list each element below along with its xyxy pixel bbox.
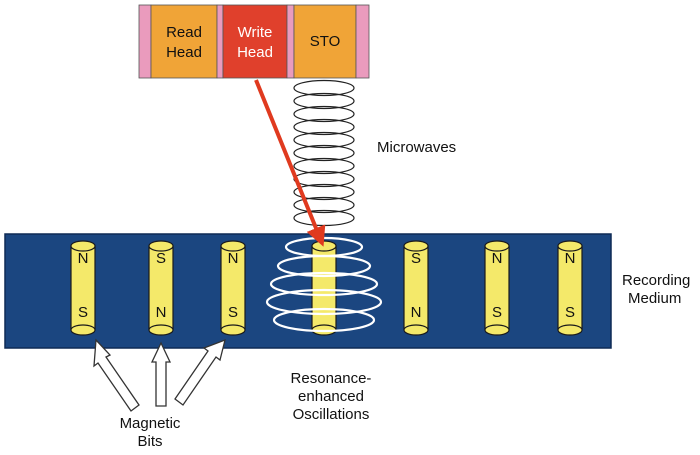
resonance-label-line3: Oscillations [293, 406, 370, 423]
magnetic-bit: SN [148, 240, 174, 336]
magnetic-bits-label-line1: Magnetic [120, 415, 181, 432]
recording-medium-label-line1: Recording [622, 272, 690, 289]
write-head [222, 4, 288, 79]
resonance-ring [265, 288, 383, 316]
magnetic-bit: NS [70, 240, 96, 336]
right-pad [355, 4, 370, 79]
bit-body [404, 246, 428, 330]
bit-body [312, 246, 336, 330]
coil-loop [293, 79, 355, 97]
coil-loop [293, 144, 355, 162]
magnetic-bit: NS [220, 240, 246, 336]
divider-pad [216, 4, 224, 79]
bit-top-cap [70, 240, 96, 252]
bit-top-cap [557, 240, 583, 252]
bit-bottom-pole: S [565, 304, 575, 321]
left-pad [138, 4, 152, 79]
bit-body [71, 246, 95, 330]
coil-loop [293, 157, 355, 175]
read-head-label-line1: Read [166, 24, 202, 41]
read-head-label-line2: Head [166, 44, 202, 61]
write-head-label-line1: Write [238, 24, 273, 41]
sto-oscillator [293, 4, 357, 79]
pointer-arrow-3 [174, 338, 226, 406]
bit-edge [148, 246, 174, 330]
divider-pad [286, 4, 295, 79]
bit-bottom-pole: N [411, 304, 422, 321]
magnetic-bit: NS [557, 240, 583, 336]
bit-bottom-cap [148, 324, 174, 336]
read-head [150, 4, 218, 79]
pointer-arrow-1 [93, 338, 140, 412]
bit-bottom-pole: S [78, 304, 88, 321]
resonance-label-line1: Resonance- [291, 370, 372, 387]
bit-bottom-cap [70, 324, 96, 336]
resonance-label-line2: enhanced [298, 388, 364, 405]
bit-edge [403, 246, 429, 330]
bit-edge [220, 246, 246, 330]
bit-bottom-pole: S [228, 304, 238, 321]
head-assembly: Read Head Write Head STO [138, 4, 370, 79]
bit-body [485, 246, 509, 330]
resonance-ring [269, 271, 379, 297]
bit-top-cap [148, 240, 174, 252]
bit-top-cap [484, 240, 510, 252]
bit-top-pole: S [411, 250, 421, 267]
coil-loop [293, 105, 355, 123]
bit-top-pole: N [492, 250, 503, 267]
magnetic-bit [311, 240, 337, 336]
magnetic-bits-label-line2: Bits [137, 433, 162, 450]
coil-loop [293, 183, 355, 201]
bit-body [149, 246, 173, 330]
write-head-label-line2: Head [237, 44, 273, 61]
recording-medium-label-line2: Medium [628, 290, 681, 307]
sto-label: STO [310, 33, 341, 50]
bit-top-cap [403, 240, 429, 252]
bit-top-pole: S [156, 250, 166, 267]
bit-bottom-pole: N [156, 304, 167, 321]
bit-bottom-pole: S [492, 304, 502, 321]
coil-loop [293, 118, 355, 136]
write-field-arrow [254, 79, 326, 247]
bit-edge [484, 246, 510, 330]
resonance-rings [265, 236, 383, 333]
bit-edge [311, 246, 337, 330]
coil-loop [293, 131, 355, 149]
bit-top-cap [311, 240, 337, 252]
bit-bottom-cap [557, 324, 583, 336]
bit-bottom-cap [220, 324, 246, 336]
magnetic-bit: SN [403, 240, 429, 336]
resonance-ring [276, 254, 372, 278]
bit-top-cap [220, 240, 246, 252]
bit-bottom-cap [403, 324, 429, 336]
bit-top-pole: N [228, 250, 239, 267]
bit-bottom-cap [484, 324, 510, 336]
magnetic-bits-pointers [93, 338, 226, 412]
coil-loop [293, 196, 355, 214]
bit-top-pole: N [565, 250, 576, 267]
bit-body [221, 246, 245, 330]
bit-edge [557, 246, 583, 330]
bit-body [558, 246, 582, 330]
microwave-coil [293, 79, 355, 227]
coil-loop [293, 92, 355, 110]
magnetic-bit: NS [484, 240, 510, 336]
resonance-ring [272, 307, 376, 333]
bit-top-pole: N [78, 250, 89, 267]
pointer-arrow-2 [150, 341, 172, 407]
bit-edge [70, 246, 96, 330]
microwaves-label: Microwaves [377, 139, 456, 156]
